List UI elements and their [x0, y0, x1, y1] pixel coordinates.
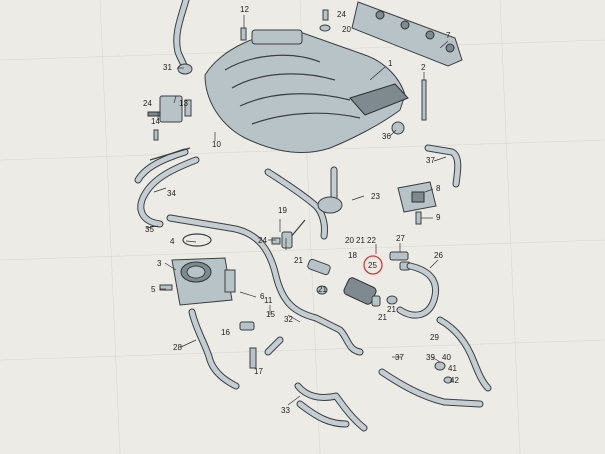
callout-9: 9 — [436, 213, 441, 222]
bracket-assembly — [147, 95, 192, 141]
callout-2: 2 — [421, 63, 426, 72]
callout-18: 18 — [348, 251, 357, 260]
callout-26: 26 — [434, 251, 443, 260]
callout-21-e: 21 — [378, 313, 387, 322]
callout-31: 31 — [163, 63, 172, 72]
top-fasteners — [240, 9, 427, 121]
callout-40: 40 — [442, 353, 451, 362]
callout-14: 14 — [151, 117, 160, 126]
callout-36: 36 — [382, 132, 391, 141]
lower-right-hoses — [378, 316, 492, 408]
callout-16: 16 — [221, 328, 230, 337]
callout-32: 32 — [284, 315, 293, 324]
callout-20-a: 20 — [342, 25, 351, 34]
callout-11: 11 — [264, 296, 273, 305]
right-upper-parts — [391, 121, 462, 225]
long-vacuum-hose — [166, 214, 364, 356]
throttle-body — [159, 233, 236, 306]
small-connectors — [239, 321, 284, 369]
callout-37-b: 37 — [395, 353, 404, 362]
intake-manifold — [204, 29, 409, 154]
callout-28: 28 — [173, 343, 182, 352]
callout-24-c: 24 — [258, 236, 267, 245]
callout-10: 10 — [212, 140, 221, 149]
central-pipe-assembly — [264, 166, 343, 249]
hose-26 — [396, 262, 439, 319]
callout-24-b: 24 — [143, 99, 152, 108]
callout-labels: 1 2 3 4 5 6 7 8 9 10 11 12 13 14 15 16 1… — [143, 5, 459, 415]
lower-left-hose — [188, 308, 240, 390]
breather-hose — [173, 0, 193, 75]
callout-19: 19 — [278, 206, 287, 215]
callout-12: 12 — [240, 5, 249, 14]
callout-3: 3 — [157, 259, 162, 268]
callout-29: 29 — [430, 333, 439, 342]
callout-35: 35 — [145, 225, 154, 234]
callout-23: 23 — [371, 192, 380, 201]
callout-21-b: 21 — [294, 256, 303, 265]
callout-33: 33 — [281, 406, 290, 415]
callout-21-c: 21 — [318, 285, 327, 294]
callout-6: 6 — [260, 292, 265, 301]
callout-22: 22 — [367, 236, 376, 245]
callout-4: 4 — [170, 237, 175, 246]
callout-39: 39 — [426, 353, 435, 362]
callout-21-a: 21 — [356, 236, 365, 245]
callout-24-a: 24 — [337, 10, 346, 19]
callout-42: 42 — [450, 376, 459, 385]
callout-21-d: 21 — [387, 305, 396, 314]
manifold-gasket — [351, 1, 463, 67]
callout-5: 5 — [151, 285, 156, 294]
callout-34: 34 — [167, 189, 176, 198]
callout-15: 15 — [266, 310, 275, 319]
callout-25: 25 — [368, 261, 377, 270]
hose-33 — [294, 382, 368, 432]
callout-13: 13 — [179, 99, 188, 108]
callout-17: 17 — [254, 367, 263, 376]
highlight-circle — [363, 255, 383, 275]
callout-20-b: 20 — [345, 236, 354, 245]
callout-37-a: 37 — [426, 156, 435, 165]
callout-27: 27 — [396, 234, 405, 243]
callout-8: 8 — [436, 184, 441, 193]
valve-assembly — [307, 251, 411, 307]
callout-1: 1 — [388, 59, 393, 68]
leader-lines — [145, 15, 449, 406]
callout-41: 41 — [448, 364, 457, 373]
callout-7: 7 — [446, 31, 451, 40]
left-hoses — [134, 147, 200, 228]
